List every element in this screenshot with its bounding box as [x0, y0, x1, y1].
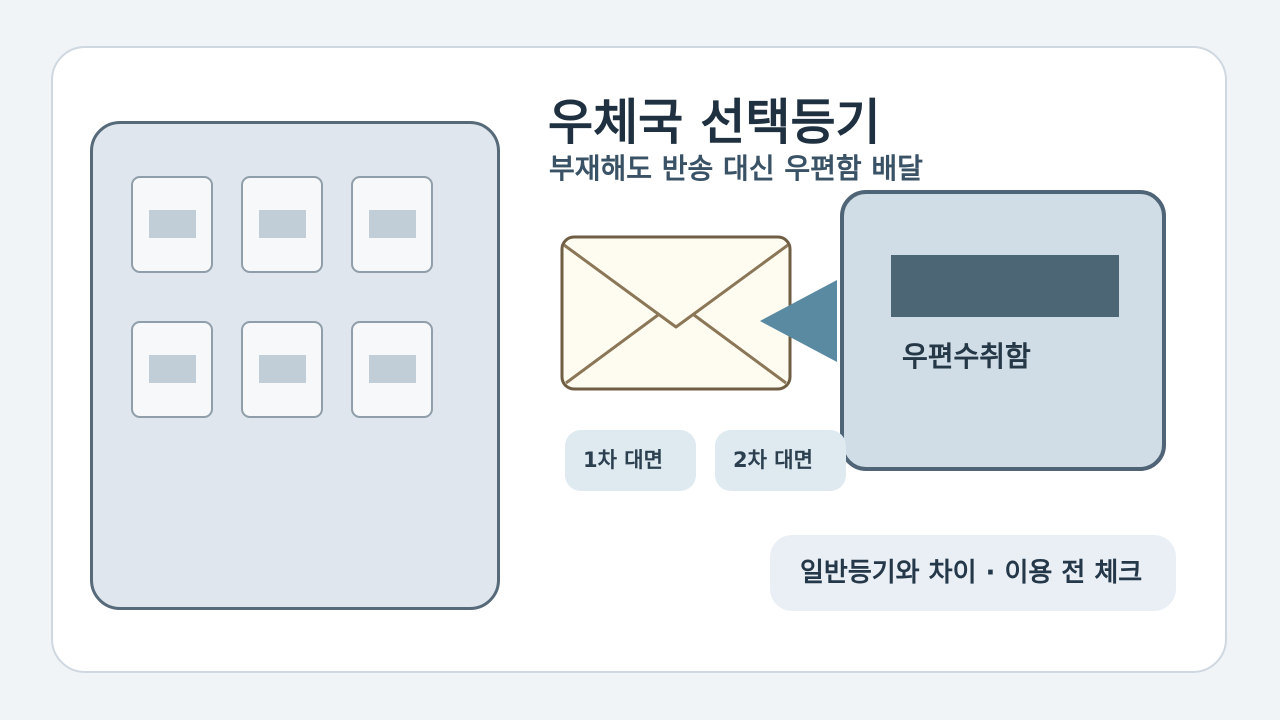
- mailbox-slot: [149, 210, 196, 238]
- page-title: 우체국 선택등기: [548, 94, 881, 151]
- mail-locker: 우편수취함: [840, 190, 1166, 471]
- mailbox-icon: [351, 321, 433, 418]
- mailbox-slot: [259, 355, 306, 383]
- mailbox-icon: [131, 176, 213, 273]
- mailbox-icon: [351, 176, 433, 273]
- mailbox-icon: [241, 321, 323, 418]
- locker-label: 우편수취함: [902, 340, 1031, 373]
- first-visit-chip: 1차 대면: [565, 430, 696, 491]
- envelope-icon: [560, 235, 792, 391]
- second-visit-chip: 2차 대면: [715, 430, 846, 491]
- mailbox-slot: [369, 355, 416, 383]
- pointer-triangle-icon: [760, 280, 837, 362]
- page-subtitle: 부재해도 반송 대신 우편함 배달: [549, 152, 923, 185]
- apartment-building-icon: [90, 121, 500, 610]
- mailbox-slot: [259, 210, 306, 238]
- footer-pill: 일반등기와 차이 · 이용 전 체크: [770, 535, 1176, 611]
- mailbox-slot: [369, 210, 416, 238]
- mailbox-slot: [149, 355, 196, 383]
- locker-screen: [891, 255, 1119, 317]
- mailbox-icon: [131, 321, 213, 418]
- mailbox-icon: [241, 176, 323, 273]
